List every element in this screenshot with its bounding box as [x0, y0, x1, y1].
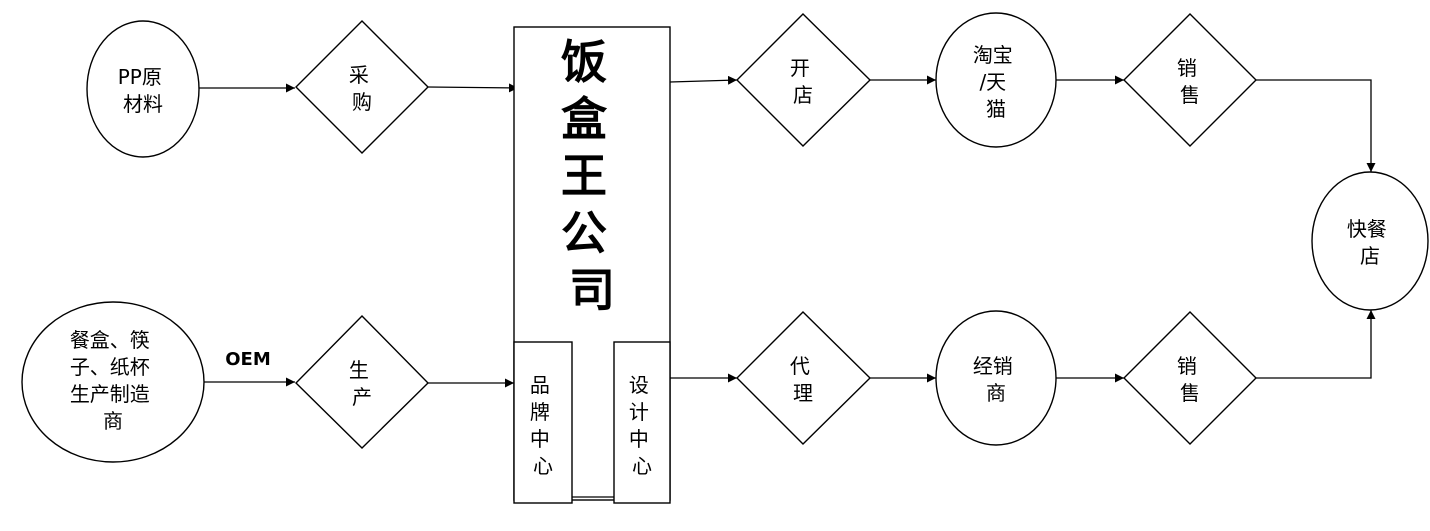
taobao-ellipse — [935, 12, 1057, 148]
open-store-char-1: 开 — [790, 56, 810, 80]
sale-top-char-1: 销 — [1177, 56, 1197, 80]
pp-material-label: PP原 材料 — [118, 65, 168, 116]
taobao-line-2: /天 — [979, 70, 1006, 94]
node-sale-bottom: 销 售 — [1123, 311, 1257, 445]
design-center-label: 设 计 中 心 — [629, 373, 655, 478]
produce-diamond — [295, 315, 429, 449]
edges — [198, 75, 1376, 388]
node-produce: 生 产 — [295, 315, 429, 449]
node-sale-top: 销 售 — [1123, 13, 1257, 147]
brand-center-box — [513, 341, 573, 504]
node-maker: 餐盒、筷 子、纸杯 生产制造 商 — [21, 301, 205, 463]
dealer-line-1: 经销 — [973, 354, 1013, 378]
purchase-label: 采 购 — [349, 63, 375, 114]
open-store-label: 开 店 — [790, 56, 816, 107]
edge-purchase-to-company — [427, 83, 519, 93]
company-char-5: 司 — [569, 263, 615, 317]
design-center-box — [613, 341, 671, 504]
node-dealer: 经销 商 — [935, 310, 1057, 446]
maker-line-2: 子、纸杯 — [70, 355, 150, 379]
fastfood-line-2: 店 — [1360, 244, 1380, 268]
company-char-2: 盒 — [561, 92, 608, 146]
open-store-char-2: 店 — [793, 83, 813, 107]
sale-top-label: 销 售 — [1177, 56, 1203, 107]
sale-top-char-2: 售 — [1180, 83, 1200, 107]
company-char-3: 王 — [561, 149, 607, 203]
maker-ellipse — [21, 301, 205, 463]
purchase-char-1: 采 — [349, 63, 369, 87]
design-char-3: 中 — [629, 427, 649, 451]
dealer-label: 经销 商 — [973, 354, 1019, 405]
produce-char-2: 产 — [352, 385, 372, 409]
pp-material-line-2: 材料 — [123, 92, 163, 116]
node-open-store: 开 店 — [736, 13, 871, 147]
oem-edge-label: OEM — [225, 349, 271, 370]
sale-bottom-char-1: 销 — [1177, 354, 1197, 378]
fastfood-line-1: 快餐 — [1347, 217, 1387, 241]
purchase-char-2: 购 — [352, 90, 372, 114]
node-agent: 代 理 — [736, 311, 871, 445]
produce-char-1: 生 — [349, 358, 369, 382]
dealer-line-2: 商 — [986, 381, 1006, 405]
brand-center-label: 品 牌 中 心 — [530, 373, 556, 478]
brand-char-3: 中 — [530, 427, 550, 451]
edge-company-to-open-store — [669, 75, 738, 85]
agent-label: 代 理 — [790, 354, 816, 405]
brand-char-4: 心 — [533, 454, 553, 478]
agent-char-1: 代 — [790, 354, 810, 378]
taobao-line-1: 淘宝 — [973, 43, 1013, 67]
fastfood-label: 快餐 店 — [1347, 217, 1393, 268]
design-char-4: 心 — [632, 454, 652, 478]
maker-line-4: 商 — [103, 409, 123, 433]
sale-top-diamond — [1123, 13, 1257, 147]
dealer-ellipse — [935, 310, 1057, 446]
node-purchase: 采 购 — [295, 20, 429, 154]
sale-bottom-diamond — [1123, 311, 1257, 445]
maker-label: 餐盒、筷 子、纸杯 生产制造 商 — [70, 328, 156, 433]
brand-char-1: 品 — [530, 373, 550, 397]
node-pp-material: PP原 材料 — [86, 20, 200, 158]
purchase-diamond — [295, 20, 429, 154]
fastfood-ellipse — [1311, 171, 1429, 311]
pp-material-ellipse — [86, 20, 200, 158]
node-taobao: 淘宝 /天 猫 — [935, 12, 1057, 148]
node-fastfood: 快餐 店 — [1311, 171, 1429, 311]
edge-sale-top-to-fastfood — [1256, 79, 1376, 172]
pp-material-line-1: PP原 — [118, 65, 162, 89]
produce-label: 生 产 — [349, 358, 375, 409]
agent-char-2: 理 — [793, 381, 813, 405]
design-char-2: 计 — [629, 400, 649, 424]
company-label: 饭 盒 王 公 司 — [561, 35, 623, 317]
company-char-1: 饭 — [561, 35, 607, 89]
sale-bottom-char-2: 售 — [1180, 381, 1200, 405]
maker-line-3: 生产制造 — [70, 382, 150, 406]
design-char-1: 设 — [629, 373, 649, 397]
taobao-label: 淘宝 /天 猫 — [973, 43, 1019, 121]
company-char-4: 公 — [561, 206, 607, 260]
company-block: 饭 盒 王 公 司 品 牌 中 心 设 计 中 心 — [513, 26, 671, 504]
agent-diamond — [736, 311, 871, 445]
open-store-diamond — [736, 13, 871, 147]
edge-sale-bottom-to-fastfood — [1256, 310, 1376, 379]
taobao-line-3: 猫 — [986, 97, 1006, 121]
maker-line-1: 餐盒、筷 — [70, 328, 150, 352]
sale-bottom-label: 销 售 — [1177, 354, 1203, 405]
brand-char-2: 牌 — [530, 400, 550, 424]
